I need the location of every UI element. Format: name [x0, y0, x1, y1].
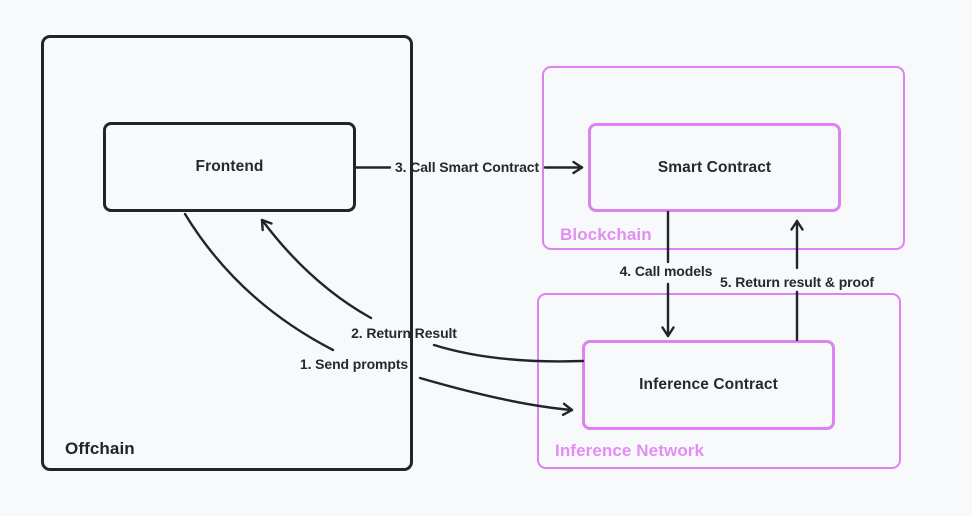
edge-label-return-result-proof: 5. Return result & proof — [720, 274, 874, 290]
edge-label-return-result: 2. Return Result — [351, 325, 457, 341]
edge-label-call-smart-contract: 3. Call Smart Contract — [394, 159, 540, 175]
inference-contract-node: Inference Contract — [582, 340, 835, 430]
inference-network-group-label: Inference Network — [555, 441, 705, 460]
smart-contract-node-label: Smart Contract — [657, 158, 772, 176]
edge-label-call-models: 4. Call models — [619, 263, 713, 279]
frontend-node: Frontend — [103, 122, 356, 212]
blockchain-group: Blockchain — [542, 66, 905, 250]
blockchain-group-label: Blockchain — [560, 225, 652, 244]
edge-label-send-prompts: 1. Send prompts — [299, 356, 409, 372]
frontend-node-label: Frontend — [195, 158, 264, 175]
offchain-group-label: Offchain — [65, 439, 135, 458]
inference-contract-node-label: Inference Contract — [639, 376, 778, 393]
smart-contract-node: Smart Contract — [588, 123, 841, 212]
offchain-group: Offchain — [41, 35, 413, 471]
